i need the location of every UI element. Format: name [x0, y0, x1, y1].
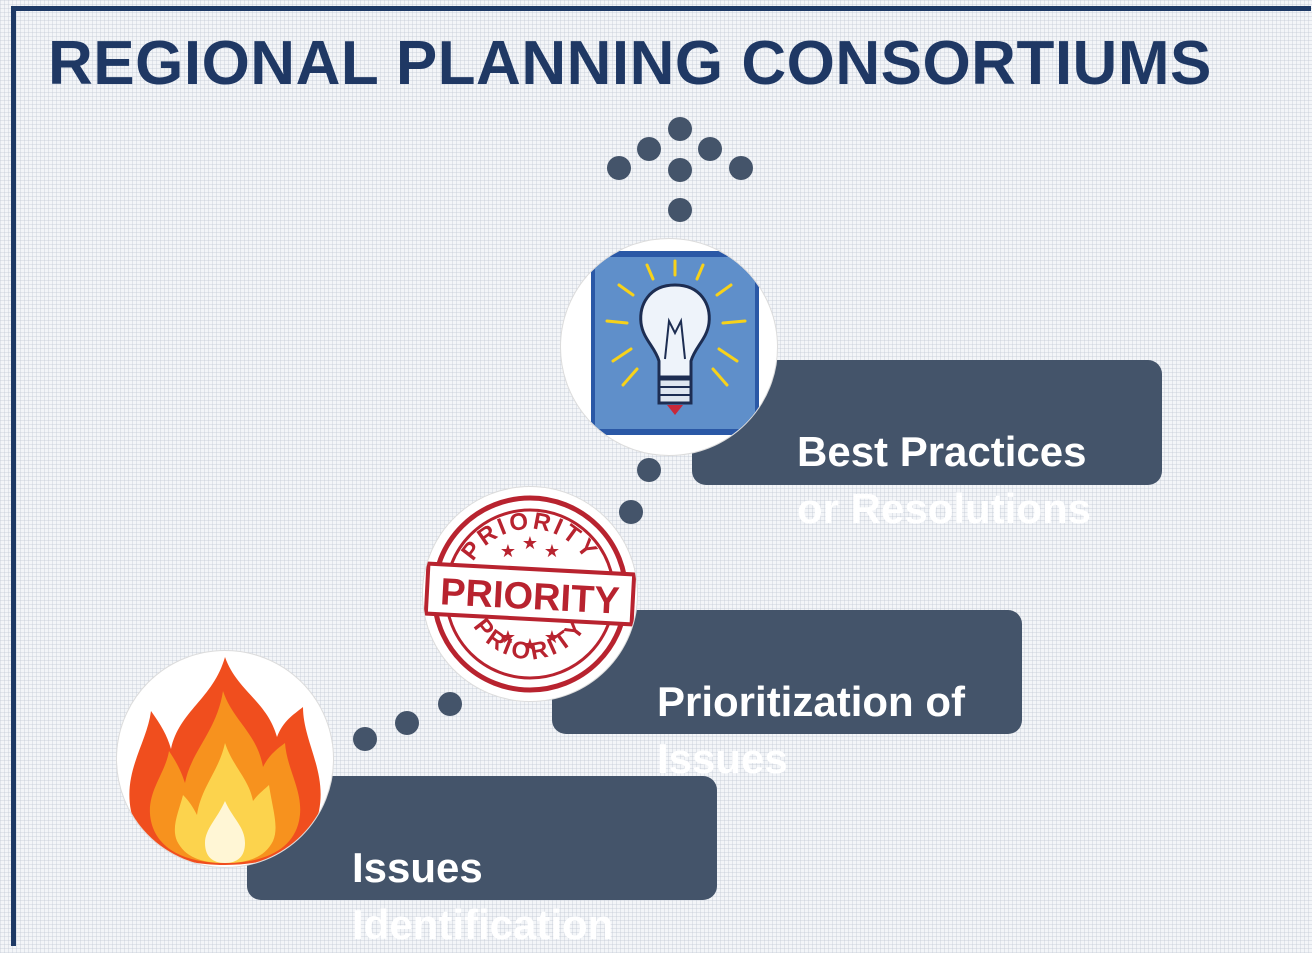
slide-frame: [11, 6, 1311, 946]
path-dot: [698, 137, 722, 161]
fire-icon: [116, 650, 334, 868]
svg-text:★: ★: [500, 627, 516, 648]
lightbulb-icon: [560, 238, 778, 456]
page-title: REGIONAL PLANNING CONSORTIUMS: [48, 29, 1212, 98]
path-dot: [668, 158, 692, 182]
path-dot: [729, 156, 753, 180]
path-dot: [637, 137, 661, 161]
svg-text:★: ★: [522, 533, 538, 554]
step-issues-identification-label: Issues Identification: [352, 844, 614, 948]
step-prioritization-box: Prioritization of Issues: [552, 610, 1022, 782]
path-dot: [668, 117, 692, 141]
path-dot: [619, 500, 643, 524]
path-dot: [395, 711, 419, 735]
step-prioritization-label: Prioritization of Issues: [657, 678, 965, 782]
step-best-practices-box: Best Practices or Resolutions: [692, 360, 1162, 532]
stamp-main-text: PRIORITY: [439, 571, 620, 622]
svg-text:★: ★: [544, 627, 560, 648]
path-dot: [438, 692, 462, 716]
path-dot: [353, 727, 377, 751]
path-dot: [637, 458, 661, 482]
path-dot: [607, 156, 631, 180]
svg-text:★: ★: [544, 541, 560, 562]
path-dot: [668, 198, 692, 222]
priority-stamp-icon: PRIORITY PRIORITY ★★★ ★★★ PRIORITY: [422, 486, 638, 702]
step-best-practices-label: Best Practices or Resolutions: [797, 428, 1092, 532]
svg-text:★: ★: [500, 541, 516, 562]
svg-text:★: ★: [522, 635, 538, 656]
